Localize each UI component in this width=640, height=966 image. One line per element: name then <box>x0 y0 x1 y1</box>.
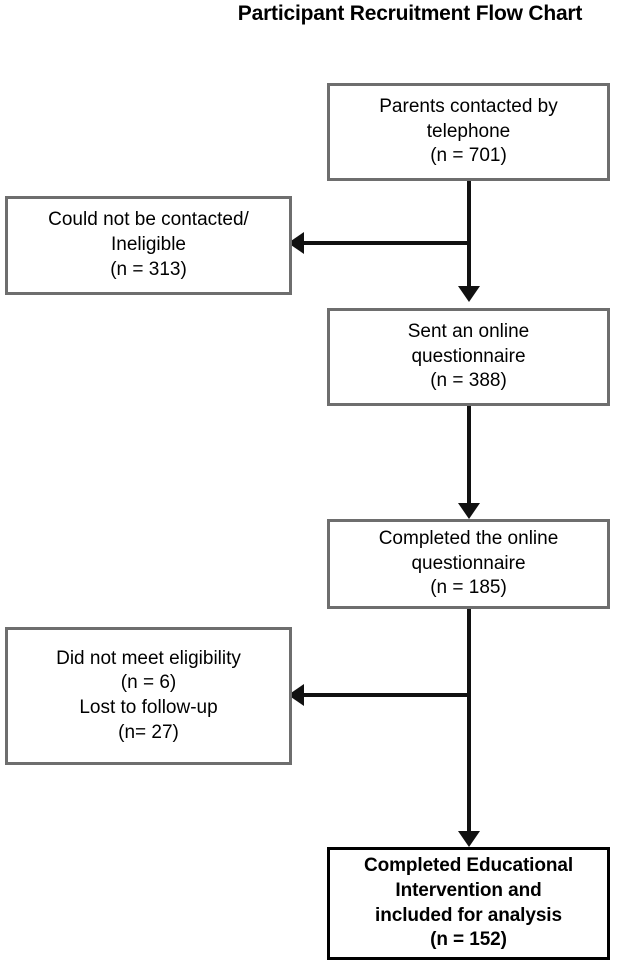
node-completed-questionnaire: Completed the online questionnaire (n = … <box>327 519 610 609</box>
node-excluded-ineligible-lost-text: Did not meet eligibility (n = 6) Lost to… <box>8 647 289 746</box>
node-excluded-not-contacted: Could not be contacted/ Ineligible (n = … <box>5 196 292 295</box>
node-line: Parents contacted by <box>379 95 558 117</box>
arrowhead-contacted-to-excluded-1 <box>288 232 304 254</box>
connector-sent-to-completed <box>467 406 471 503</box>
node-line: Ineligible <box>111 234 186 256</box>
page-title: Participant Recruitment Flow Chart <box>237 2 583 25</box>
node-line: telephone <box>426 120 511 142</box>
node-count: (n= 27) <box>118 721 179 743</box>
node-excluded-not-contacted-text: Could not be contacted/ Ineligible (n = … <box>8 208 289 282</box>
node-count: (n = 701) <box>430 145 507 167</box>
node-completed-questionnaire-text: Completed the online questionnaire (n = … <box>330 527 607 601</box>
connector-completed-to-excluded-2 <box>300 693 469 697</box>
node-line: questionnaire <box>411 552 526 574</box>
node-count: (n = 185) <box>430 577 507 599</box>
node-count: (n = 313) <box>110 258 187 280</box>
node-final-completed-intervention: Completed Educational Intervention and i… <box>327 847 610 960</box>
arrowhead-sent-to-completed <box>458 503 480 519</box>
node-line: Intervention and <box>395 879 542 901</box>
connector-contacted-to-sent <box>467 181 471 286</box>
node-parents-contacted: Parents contacted by telephone (n = 701) <box>327 83 610 181</box>
node-line: Did not meet eligibility <box>56 647 241 669</box>
node-line: questionnaire <box>411 345 526 367</box>
node-excluded-ineligible-lost: Did not meet eligibility (n = 6) Lost to… <box>5 627 292 765</box>
node-final-completed-intervention-text: Completed Educational Intervention and i… <box>330 854 607 953</box>
node-sent-questionnaire: Sent an online questionnaire (n = 388) <box>327 308 610 406</box>
connector-completed-to-final <box>467 609 471 831</box>
node-parents-contacted-text: Parents contacted by telephone (n = 701) <box>330 95 607 169</box>
node-count: (n = 388) <box>430 370 507 392</box>
node-count: (n = 6) <box>120 672 177 694</box>
node-line: included for analysis <box>375 904 562 926</box>
node-line: Completed Educational <box>363 855 574 877</box>
connector-contacted-to-excluded-1 <box>300 241 469 245</box>
node-sent-questionnaire-text: Sent an online questionnaire (n = 388) <box>330 320 607 394</box>
node-line: Sent an online <box>407 320 530 342</box>
arrowhead-completed-to-final <box>458 831 480 847</box>
node-line: Completed the online <box>378 527 559 549</box>
node-count: (n = 152) <box>430 929 507 951</box>
arrowhead-completed-to-excluded-2 <box>288 684 304 706</box>
node-line: Lost to follow-up <box>79 697 218 718</box>
node-line: Could not be contacted/ <box>48 209 249 231</box>
arrowhead-contacted-to-sent <box>458 286 480 302</box>
